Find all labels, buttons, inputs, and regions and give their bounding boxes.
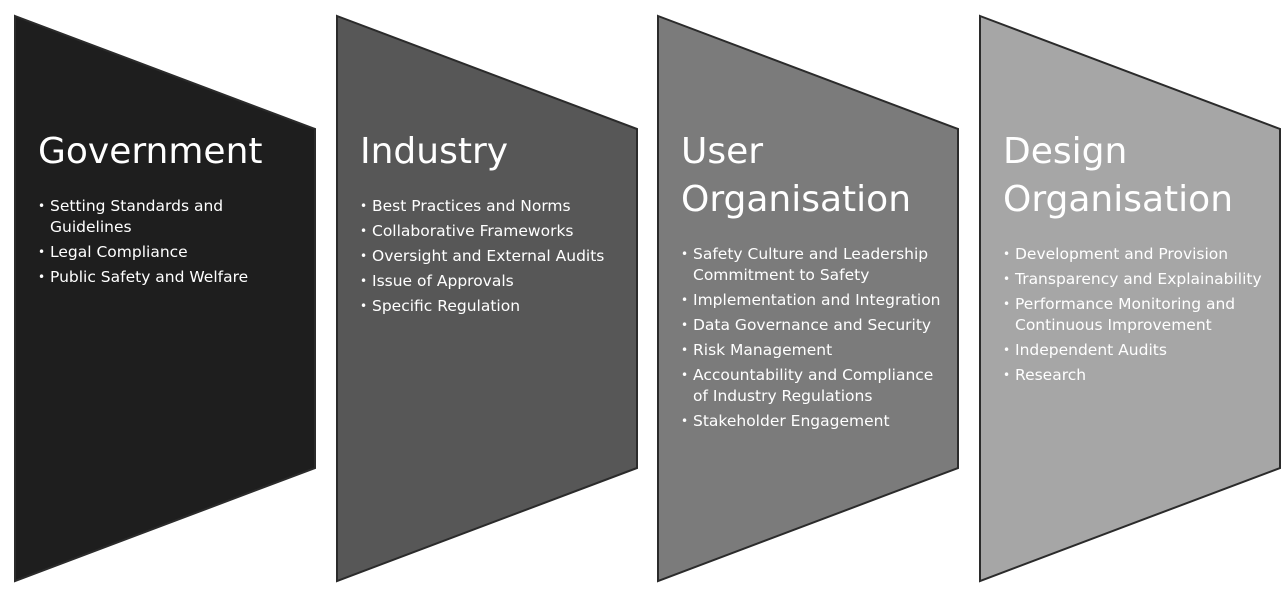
list-item: Risk Management xyxy=(681,340,941,361)
panel-title: Government xyxy=(38,131,263,172)
list-item: Transparency and Explainability xyxy=(1003,269,1263,290)
list-item: Setting Standards and Guidelines xyxy=(38,196,298,238)
list-item: Public Safety and Welfare xyxy=(38,267,298,288)
panel-design-organisation: Design Organisation Development and Prov… xyxy=(1003,128,1263,390)
panel-title: Industry xyxy=(360,131,509,172)
list-item: Research xyxy=(1003,365,1263,386)
list-item: Safety Culture and Leadership Commitment… xyxy=(681,244,941,286)
list-item: Stakeholder Engagement xyxy=(681,411,941,432)
list-item: Development and Provision xyxy=(1003,244,1263,265)
list-item: Independent Audits xyxy=(1003,340,1263,361)
list-item: Specific Regulation xyxy=(360,296,620,317)
panel-title: User Organisation xyxy=(681,131,912,220)
list-item: Implementation and Integration xyxy=(681,290,941,311)
panel-item-list: Development and Provision Transparency a… xyxy=(1003,244,1263,386)
list-item: Issue of Approvals xyxy=(360,271,620,292)
panel-shape-government xyxy=(14,14,316,583)
panel-user-organisation: User Organisation Safety Culture and Lea… xyxy=(681,128,941,436)
panel-industry: Industry Best Practices and Norms Collab… xyxy=(360,128,620,321)
list-item: Performance Monitoring and Continuous Im… xyxy=(1003,294,1263,336)
list-item: Best Practices and Norms xyxy=(360,196,620,217)
list-item: Data Governance and Security xyxy=(681,315,941,336)
panel-title: Design Organisation xyxy=(1003,131,1234,220)
list-item: Accountability and Compliance of Industr… xyxy=(681,365,941,407)
panel-item-list: Best Practices and Norms Collaborative F… xyxy=(360,196,620,317)
list-item: Legal Compliance xyxy=(38,242,298,263)
panel-government: Government Setting Standards and Guideli… xyxy=(38,128,298,292)
panel-item-list: Safety Culture and Leadership Commitment… xyxy=(681,244,941,432)
panel-item-list: Setting Standards and Guidelines Legal C… xyxy=(38,196,298,288)
list-item: Collaborative Frameworks xyxy=(360,221,620,242)
list-item: Oversight and External Audits xyxy=(360,246,620,267)
